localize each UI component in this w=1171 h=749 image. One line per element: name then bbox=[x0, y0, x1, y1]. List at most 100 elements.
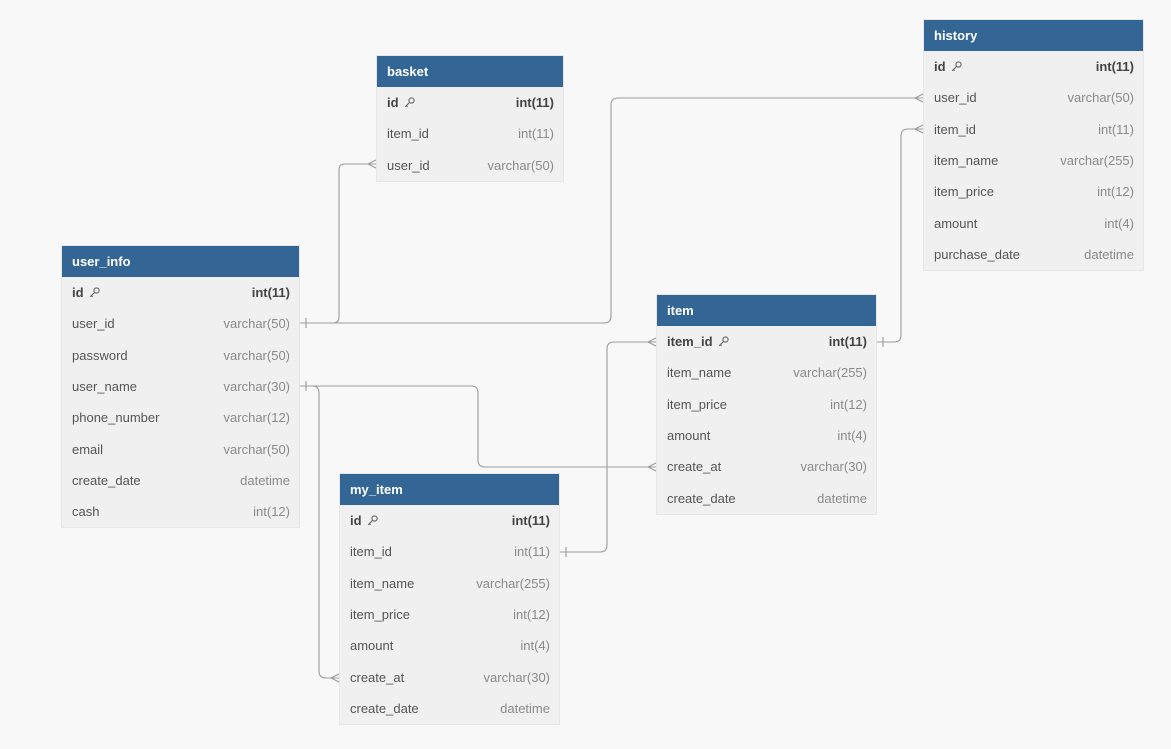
column-type: int(11) bbox=[515, 95, 554, 111]
table-row[interactable]: phone_number varchar(12) bbox=[62, 402, 299, 433]
column-type: int(11) bbox=[251, 285, 290, 301]
key-icon bbox=[718, 336, 729, 347]
table-row[interactable]: create_at varchar(30) bbox=[340, 661, 559, 692]
column-type: varchar(50) bbox=[223, 347, 290, 363]
column-type: varchar(50) bbox=[487, 157, 554, 173]
column-type: datetime bbox=[240, 472, 290, 488]
column-name: user_id bbox=[934, 90, 977, 106]
table-row[interactable]: create_date datetime bbox=[340, 693, 559, 724]
column-name: user_id bbox=[387, 157, 430, 173]
table-header[interactable]: history bbox=[924, 20, 1143, 51]
table-row[interactable]: item_id int(11) bbox=[377, 118, 563, 149]
table-row[interactable]: password varchar(50) bbox=[62, 340, 299, 371]
column-name: item_id bbox=[667, 334, 713, 350]
table-row[interactable]: user_id varchar(50) bbox=[377, 150, 563, 181]
table-item[interactable]: item item_id int(11) item_name varchar(2… bbox=[657, 295, 876, 514]
table-row[interactable]: create_date datetime bbox=[62, 465, 299, 496]
column-name: create_date bbox=[72, 472, 141, 488]
table-row[interactable]: amount int(4) bbox=[924, 207, 1143, 238]
column-name: amount bbox=[667, 428, 711, 444]
column-name: amount bbox=[350, 638, 394, 654]
table-row[interactable]: email varchar(50) bbox=[62, 433, 299, 464]
column-type: int(12) bbox=[1097, 184, 1134, 200]
table-row[interactable]: id int(11) bbox=[377, 87, 563, 118]
table-row[interactable]: user_id varchar(50) bbox=[924, 82, 1143, 113]
table-row[interactable]: user_name varchar(30) bbox=[62, 371, 299, 402]
table-row[interactable]: cash int(12) bbox=[62, 496, 299, 527]
key-icon bbox=[89, 287, 100, 298]
column-type: datetime bbox=[1084, 246, 1134, 262]
table-row[interactable]: amount int(4) bbox=[657, 420, 876, 451]
table-row[interactable]: create_date datetime bbox=[657, 482, 876, 513]
column-name: password bbox=[72, 347, 128, 363]
column-name: item_name bbox=[667, 365, 732, 381]
column-name: item_id bbox=[350, 544, 392, 560]
column-type: int(11) bbox=[828, 334, 867, 350]
table-row[interactable]: item_name varchar(255) bbox=[924, 145, 1143, 176]
relation-my-item-item-id-to-item-item-id[interactable] bbox=[558, 336, 659, 557]
column-name: create_date bbox=[350, 700, 419, 716]
table-user-info[interactable]: user_info id int(11) user_id varchar(50)… bbox=[62, 246, 299, 528]
relation-item-item-id-to-history-item-id[interactable] bbox=[875, 123, 926, 347]
table-basket[interactable]: basket id int(11) item_id int(11) user_i… bbox=[377, 56, 563, 181]
column-type: varchar(50) bbox=[1067, 90, 1134, 106]
relation-user-info-user-id-to-basket-user-id[interactable] bbox=[298, 158, 379, 328]
column-type: int(12) bbox=[253, 504, 290, 520]
column-type: varchar(255) bbox=[1060, 153, 1134, 169]
table-row[interactable]: amount int(4) bbox=[340, 630, 559, 661]
table-row[interactable]: item_price int(12) bbox=[924, 176, 1143, 207]
column-name: item_price bbox=[667, 396, 727, 412]
table-row[interactable]: id int(11) bbox=[62, 277, 299, 308]
table-row[interactable]: id int(11) bbox=[340, 505, 559, 536]
column-type: int(11) bbox=[518, 126, 554, 142]
table-my-item[interactable]: my_item id int(11) item_id int(11) item_… bbox=[340, 474, 559, 725]
column-type: int(11) bbox=[1098, 121, 1134, 137]
key-icon bbox=[404, 97, 415, 108]
column-name: create_at bbox=[667, 459, 722, 475]
table-row[interactable]: item_id int(11) bbox=[657, 326, 876, 357]
column-name: item_id bbox=[934, 121, 976, 137]
table-header[interactable]: item bbox=[657, 295, 876, 326]
table-header[interactable]: user_info bbox=[62, 246, 299, 277]
column-type: varchar(255) bbox=[476, 575, 550, 591]
table-row[interactable]: item_id int(11) bbox=[924, 114, 1143, 145]
column-name: create_date bbox=[667, 490, 736, 506]
table-history[interactable]: history id int(11) user_id varchar(50) i… bbox=[924, 20, 1143, 271]
column-name: item_id bbox=[387, 126, 429, 142]
table-row[interactable]: item_name varchar(255) bbox=[657, 357, 876, 388]
table-row[interactable]: item_price int(12) bbox=[657, 389, 876, 420]
column-type: int(12) bbox=[513, 607, 550, 623]
table-row[interactable]: item_id int(11) bbox=[340, 536, 559, 567]
table-row[interactable]: user_id varchar(50) bbox=[62, 308, 299, 339]
column-type: varchar(50) bbox=[223, 316, 290, 332]
table-row[interactable]: create_at varchar(30) bbox=[657, 451, 876, 482]
column-type: int(4) bbox=[1104, 215, 1134, 231]
key-icon bbox=[951, 61, 962, 72]
column-type: int(4) bbox=[837, 428, 867, 444]
column-name: item_price bbox=[350, 607, 410, 623]
column-name: user_name bbox=[72, 379, 138, 395]
column-type: int(11) bbox=[511, 513, 550, 529]
table-row[interactable]: purchase_date datetime bbox=[924, 239, 1143, 270]
column-name: email bbox=[72, 441, 104, 457]
table-header[interactable]: basket bbox=[377, 56, 563, 87]
table-header[interactable]: my_item bbox=[340, 474, 559, 505]
table-row[interactable]: item_name varchar(255) bbox=[340, 568, 559, 599]
relation-user-info-user-name-to-my-item-create-at[interactable] bbox=[298, 385, 342, 684]
column-name: id bbox=[387, 95, 399, 111]
column-type: int(4) bbox=[520, 638, 550, 654]
table-row[interactable]: id int(11) bbox=[924, 51, 1143, 82]
table-row[interactable]: item_price int(12) bbox=[340, 599, 559, 630]
column-name: user_id bbox=[72, 316, 115, 332]
column-type: varchar(50) bbox=[223, 441, 290, 457]
column-type: int(11) bbox=[514, 544, 550, 560]
column-name: id bbox=[934, 59, 946, 75]
column-type: int(11) bbox=[1095, 59, 1134, 75]
column-name: phone_number bbox=[72, 410, 160, 426]
column-type: varchar(30) bbox=[800, 459, 867, 475]
column-type: varchar(12) bbox=[223, 410, 290, 426]
column-type: varchar(30) bbox=[483, 669, 550, 685]
column-name: purchase_date bbox=[934, 246, 1021, 262]
relation-user-info-user-name-to-item-create-at[interactable] bbox=[298, 381, 659, 473]
